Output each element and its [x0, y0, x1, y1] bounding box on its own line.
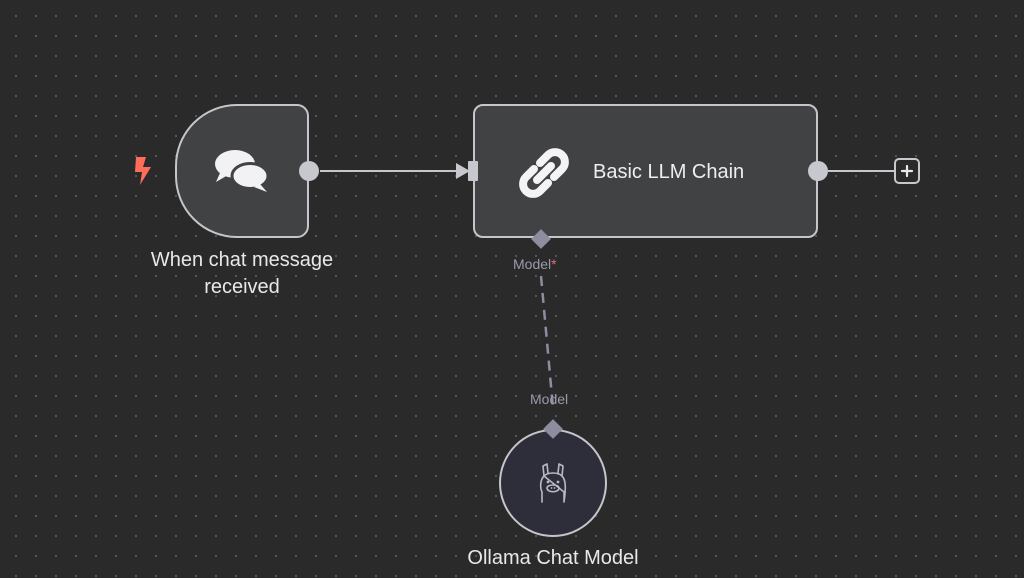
chat-trigger-node[interactable] [175, 104, 309, 238]
connection-model-to-chain[interactable] [539, 275, 555, 409]
model-node-label: Ollama Chat Model [467, 547, 639, 569]
plus-icon [900, 164, 914, 178]
chain-model-port-label: Model* [513, 255, 557, 273]
required-marker: * [551, 256, 557, 272]
chain-output-port[interactable] [808, 161, 828, 181]
basic-llm-chain-node[interactable]: Basic LLM Chain [473, 104, 818, 238]
trigger-bolt-icon [135, 157, 151, 185]
ollama-chat-model-node[interactable] [499, 429, 607, 537]
chain-node-title: Basic LLM Chain [593, 161, 745, 183]
chat-bubbles-icon [215, 150, 270, 192]
link-icon [519, 148, 569, 198]
add-node-button[interactable] [894, 158, 920, 184]
llama-icon [539, 463, 567, 503]
chain-model-port-label-text: Model [513, 256, 552, 272]
trigger-node-label: When chat message received [150, 249, 334, 298]
connection-arrowhead [456, 163, 470, 179]
trigger-output-port[interactable] [299, 161, 319, 181]
chain-input-port[interactable] [468, 161, 478, 181]
model-output-port-label: Model [530, 391, 569, 407]
